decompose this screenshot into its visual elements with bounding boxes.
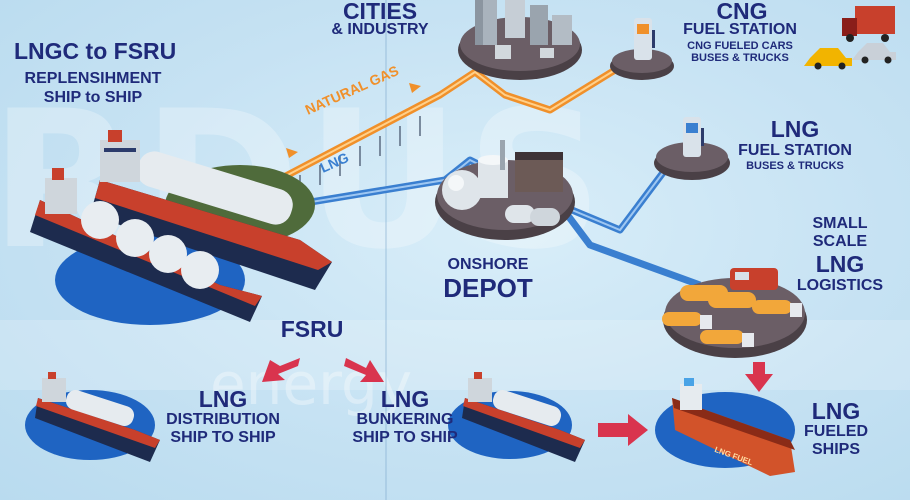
small-scale-line-1: SMALL	[812, 215, 868, 232]
fueled-ship-icon	[672, 378, 795, 476]
natural-gas-pipeline	[238, 67, 617, 204]
lngc-title: LNGC to FSRU	[14, 38, 177, 64]
fueled-line-2: SHIPS	[811, 441, 860, 458]
bunkering-ship-icon	[462, 372, 585, 462]
cng-station-platform	[610, 18, 674, 80]
lngc-subtitle-2: SHIP to SHIP	[43, 89, 143, 106]
car-icon	[804, 48, 852, 70]
cities-title: CITIES	[342, 0, 418, 24]
lng-station-title: LNG	[770, 116, 820, 142]
bunkering-line-2: SHIP TO SHIP	[352, 429, 458, 446]
small-scale-line-2: SCALE	[812, 233, 868, 250]
small-scale-line-3: LNG	[815, 251, 865, 277]
car-icon	[852, 43, 896, 64]
bunkering-line-1: BUNKERING	[356, 411, 454, 428]
lng-tanker-icon	[30, 168, 262, 322]
train-icon	[680, 268, 778, 308]
cng-subtitle-2: CNG FUELED CARS	[687, 40, 793, 52]
lng-station-platform	[654, 117, 730, 180]
lng-station-subtitle-1: FUEL STATION	[738, 142, 852, 159]
tanker-truck-icon	[662, 300, 802, 347]
bunkering-title: LNG	[380, 386, 430, 412]
depot-line-2: DEPOT	[443, 273, 533, 303]
natural-gas-arrow-icon	[286, 148, 298, 158]
lng-station-subtitle-2: BUSES & TRUCKS	[746, 160, 844, 172]
fuel-pump-icon	[634, 18, 655, 60]
depot-tank-icon	[435, 140, 575, 240]
fsru-ship-icon	[90, 130, 332, 290]
distribution-ship-icon	[35, 372, 160, 462]
cng-subtitle-1: FUEL STATION	[683, 21, 797, 38]
truck-icon	[842, 6, 895, 42]
distribution-line-1: DISTRIBUTION	[166, 411, 280, 428]
fueled-title: LNG	[811, 398, 861, 424]
distribution-line-2: SHIP TO SHIP	[170, 429, 276, 446]
fsru-label: FSRU	[280, 316, 344, 342]
watermark-energy: energy	[210, 350, 413, 418]
cng-subtitle-3: BUSES & TRUCKS	[691, 52, 789, 64]
depot-line-1: ONSHORE	[447, 256, 529, 273]
arrow-icon	[262, 358, 773, 446]
lngc-subtitle-1: REPLENSIHMENT	[24, 70, 162, 87]
cng-title: CNG	[716, 0, 768, 24]
fueled-line-1: FUELED	[804, 423, 868, 440]
natural-gas-arrow-icon	[409, 83, 421, 93]
fuel-pump-icon	[683, 117, 704, 157]
city-buildings-icon	[458, 0, 582, 80]
small-scale-line-4: LOGISTICS	[796, 277, 884, 294]
distribution-title: LNG	[198, 386, 248, 412]
cities-subtitle: & INDUSTRY	[331, 21, 429, 38]
logistics-platform	[662, 268, 807, 358]
